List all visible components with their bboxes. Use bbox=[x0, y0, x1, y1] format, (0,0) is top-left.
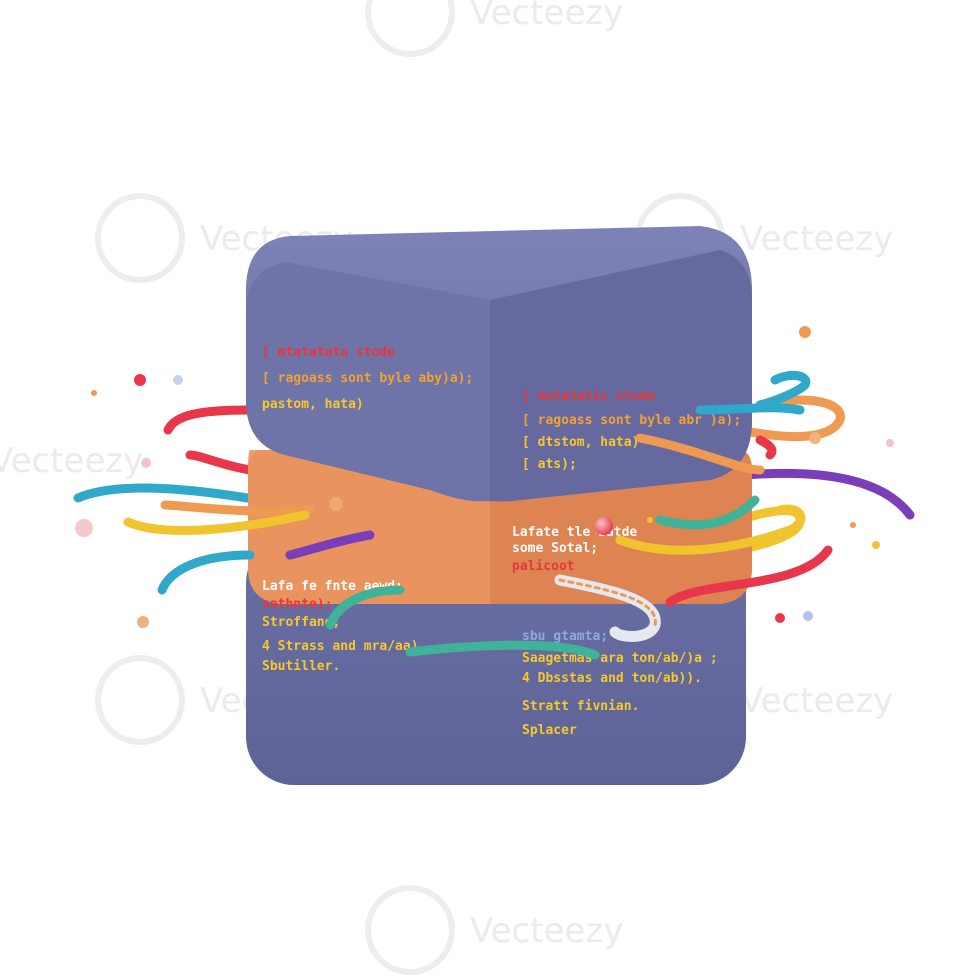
code-line: Splacer bbox=[522, 723, 577, 738]
code-line: [ ats); bbox=[522, 457, 577, 472]
code-line: sbu gtamta; bbox=[522, 629, 608, 644]
code-line: 4 Dbsstas and ton/ab)). bbox=[522, 671, 702, 686]
code-top-right: [ mutatatis stode [ ragoass sont byle ab… bbox=[522, 389, 741, 472]
block-knobs bbox=[329, 497, 613, 535]
code-line: pastom, hata) bbox=[262, 397, 364, 412]
code-line: [ ragoass sont byle abr )a); bbox=[522, 413, 741, 428]
code-line: [ mutatatis stode bbox=[522, 389, 655, 404]
code-line: Saagetmas ara ton/ab/)a ; bbox=[522, 651, 718, 666]
watermark-text: Vecteezy bbox=[0, 441, 143, 481]
code-line: palicoot bbox=[512, 559, 575, 574]
code-line: 4 Strass and mra/aa) bbox=[262, 639, 419, 654]
cables-front bbox=[123, 370, 833, 660]
watermark-text: Vecteezy bbox=[740, 681, 893, 721]
code-line: [ dtstom, hata) bbox=[522, 435, 639, 450]
top-block bbox=[246, 226, 752, 502]
code-line: [ ragoass sont byle aby)a); bbox=[262, 371, 473, 386]
code-top-front: [ mtatatata stode [ ragoass sont byle ab… bbox=[262, 345, 473, 412]
floating-particles bbox=[75, 326, 894, 628]
code-line: [ mtatatata stode bbox=[262, 345, 395, 360]
code-line: some Sotal; bbox=[512, 541, 598, 556]
code-line: sathnte); bbox=[262, 597, 332, 612]
code-bottom-right: sbu gtamta; Saagetmas ara ton/ab/)a ; 4 … bbox=[522, 629, 718, 738]
watermark-text: Vecteezy bbox=[470, 911, 623, 951]
watermark-text: Vecteezy bbox=[740, 219, 893, 259]
code-line: Stroffane; bbox=[262, 615, 340, 630]
code-line: Stratt fivnian. bbox=[522, 699, 639, 714]
watermark-text: Vecteezy bbox=[470, 0, 623, 33]
code-line: Sbutiller. bbox=[262, 659, 340, 674]
